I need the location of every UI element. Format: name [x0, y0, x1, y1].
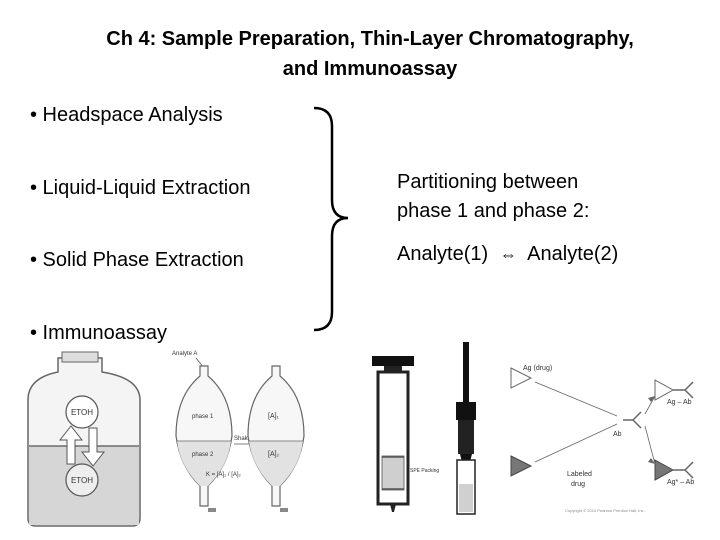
title-line-1: Ch 4: Sample Preparation, Thin-Layer Chr…	[106, 28, 634, 50]
ag-ab-label: Ag – Ab	[667, 399, 692, 406]
partition-line-2: phase 1 and phase 2:	[397, 200, 590, 222]
partition-line-1: Partitioning between	[397, 171, 579, 193]
title-line-2: and Immunoassay	[282, 58, 458, 80]
slide-title: Ch 4: Sample Preparation, Thin-Layer Chr…	[40, 24, 700, 84]
a1-label: [A]₁	[268, 413, 280, 420]
etoh-bottom-label: ETOH	[71, 476, 93, 485]
immunoassay-figure: Ag (drug) Labeled drug Ab Ag – Ab Ag* – …	[510, 365, 694, 513]
equilibrium-arrow-icon: ⇔	[499, 245, 517, 264]
bullet-liquid-liquid: • Liquid-Liquid Extraction	[30, 177, 251, 199]
separatory-funnels-figure: Analyte A phase 1 phase 2 Shake K = [A]₁…	[172, 351, 305, 512]
copyright-text: Copyright © 2010 Pearson Prentice Hall, …	[565, 508, 645, 513]
spe-packing-label: SPE Packing	[410, 468, 439, 474]
labeled-label: Labeled	[567, 471, 592, 478]
analyte-1: Analyte(1)	[397, 243, 489, 265]
etoh-top-label: ETOH	[71, 408, 93, 417]
phase-2-label: phase 2	[192, 452, 214, 458]
a2-label: [A]₂	[268, 451, 280, 458]
ag-star-ab-label: Ag* – Ab	[667, 479, 694, 486]
equilibrium-equation: Analyte(1) ⇔ Analyte(2)	[397, 240, 618, 269]
ab-label: Ab	[613, 431, 622, 438]
headspace-bottle-figure: ETOH ETOH	[27, 351, 141, 527]
phase-1-label: phase 1	[192, 414, 214, 420]
shake-label: Shake	[234, 436, 252, 442]
k-formula: K = [A]₁ / [A]₂	[206, 472, 242, 478]
analyte-2: Analyte(2)	[527, 243, 619, 265]
ag-drug-label: Ag (drug)	[523, 365, 552, 372]
analyte-a-label: Analyte A	[172, 351, 197, 357]
bullet-headspace: • Headspace Analysis	[30, 104, 223, 126]
spe-cartridge-figure: SPE Packing	[372, 342, 476, 515]
bullet-immunoassay: • Immunoassay	[30, 322, 168, 344]
right-curly-brace	[313, 106, 349, 332]
bullet-solid-phase: • Solid Phase Extraction	[30, 249, 244, 271]
drug-label: drug	[571, 481, 585, 488]
